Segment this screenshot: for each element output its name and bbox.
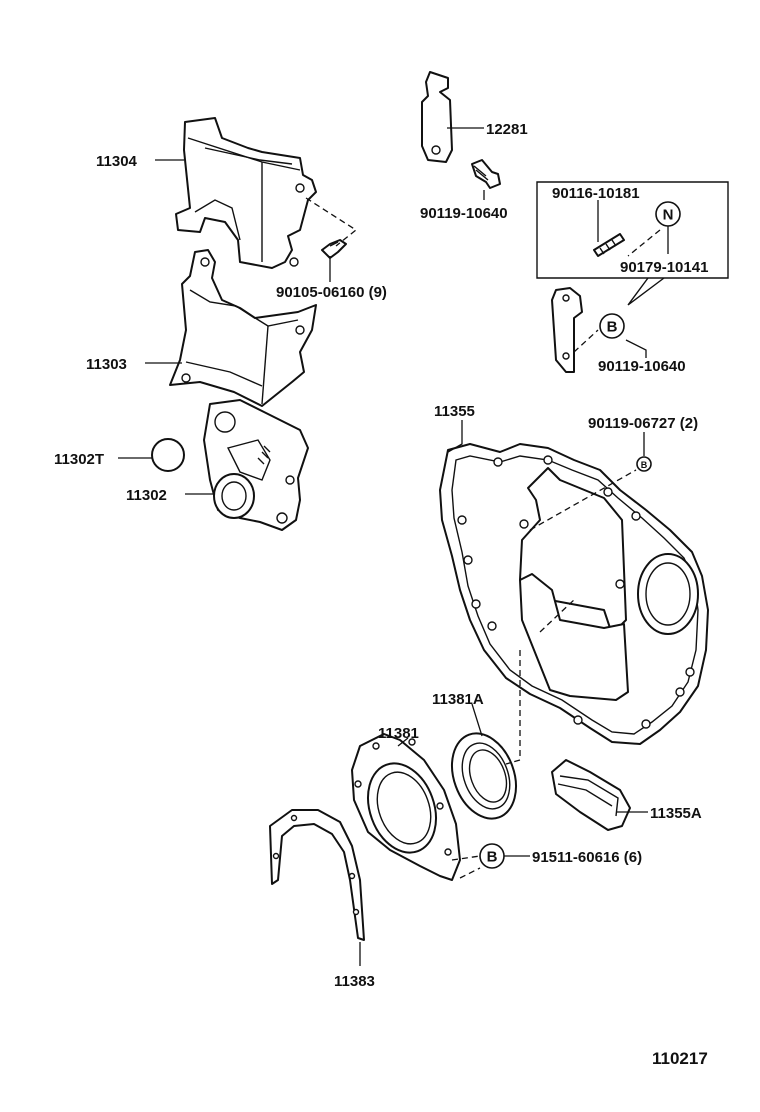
bolt-marker-B-bracket: B (599, 313, 625, 339)
cover-11355A (551, 759, 631, 831)
label-11302T: 11302T (54, 451, 104, 468)
label-11302: 11302 (126, 487, 167, 504)
label-90116-10181: 90116-10181 (552, 185, 640, 202)
label-11355: 11355 (434, 403, 475, 420)
b-marker-small-text: B (641, 460, 648, 470)
seal-retainer-11381 (351, 733, 461, 881)
label-11383: 11383 (334, 973, 375, 990)
engine-hanger-12281 (421, 71, 453, 163)
b-marker-bracket-text: B (607, 319, 618, 336)
timing-case-11302 (203, 399, 309, 531)
label-90119-10640-top: 90119-10640 (420, 205, 508, 222)
lower-timing-cover-11303 (169, 249, 317, 407)
label-11304: 11304 (96, 153, 138, 170)
bolt-marker-B-bolts: B (479, 843, 505, 869)
label-11381: 11381 (378, 725, 419, 742)
bolt-90119-10640-top (471, 159, 501, 189)
leader-lines (118, 127, 669, 966)
label-11381A: 11381A (432, 691, 484, 708)
label-90105-06160: 90105-06160 (9) (276, 284, 387, 301)
bolt-90105-06160 (321, 239, 347, 259)
oil-seal-11381A (451, 732, 517, 820)
stud-nut-callout-box (536, 181, 729, 306)
upper-timing-cover-11304 (175, 117, 317, 269)
b-marker-bolts-text: B (487, 849, 498, 866)
bracket (551, 287, 583, 373)
n-marker-text: N (663, 207, 674, 224)
label-11303: 11303 (86, 356, 127, 373)
gasket-11383 (269, 809, 365, 941)
bolt-marker-B-small: B (636, 456, 652, 472)
label-90119-10640-bracket: 90119-10640 (598, 358, 686, 375)
diagram-id: 110217 (652, 1049, 708, 1068)
label-90179-10141: 90179-10141 (620, 259, 708, 276)
label-90119-06727: 90119-06727 (2) (588, 415, 698, 432)
label-91511-60616: 91511-60616 (6) (532, 849, 642, 866)
plug-11302T (151, 438, 185, 472)
dashed-alignment-lines (305, 197, 661, 879)
nut-marker-N: N (655, 201, 681, 227)
label-11355A: 11355A (650, 805, 702, 822)
end-plate-11355 (439, 443, 709, 745)
part-number-labels: 11304 11303 11302T 11302 12281 90119-106… (54, 121, 708, 1068)
label-12281: 12281 (486, 121, 528, 138)
